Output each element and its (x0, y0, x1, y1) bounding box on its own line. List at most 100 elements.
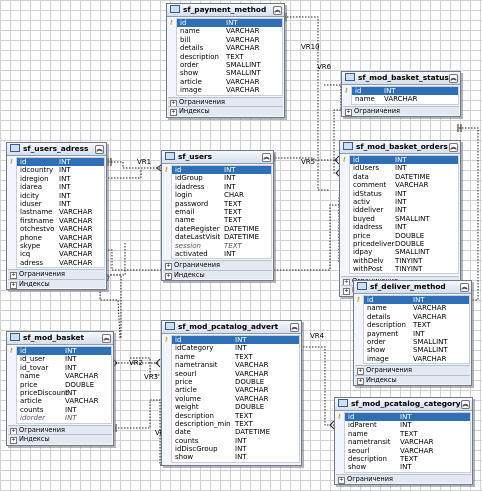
collapse-icon[interactable]: ︽ (449, 74, 458, 83)
table-title[interactable]: sf_payment_method︽ (167, 4, 284, 17)
rel-line-vr4[interactable] (300, 346, 334, 426)
expand-icon[interactable]: + (338, 476, 345, 484)
collapse-icon[interactable]: ︽ (102, 334, 111, 343)
rel-line-vr6[interactable] (324, 84, 342, 174)
table-title[interactable]: sf_mod_pcatalog_category︽ (335, 398, 472, 411)
collapse-icon[interactable]: ︽ (460, 283, 469, 292)
expand-icon[interactable]: + (165, 272, 172, 280)
table-title[interactable]: sf_mod_basket︽ (7, 332, 113, 345)
expand-icon[interactable]: + (170, 109, 177, 117)
collapse-icon[interactable]: ︽ (95, 145, 104, 154)
table-title[interactable]: sf_mod_pcatalog_advert︽ (162, 321, 301, 334)
table-title[interactable]: sf_mod_basket_orders︽ (340, 141, 460, 154)
constraints-section[interactable]: +Ограничения (355, 365, 470, 376)
table-title[interactable]: sf_mod_basket_status︽ (342, 72, 460, 85)
indexes-section[interactable]: +Индексы (8, 278, 105, 289)
expand-icon[interactable]: + (10, 281, 17, 289)
constraints-section[interactable]: +Ограничения (168, 96, 283, 107)
collapse-icon[interactable]: ︽ (273, 6, 282, 15)
expand-icon[interactable]: + (343, 288, 350, 296)
collapse-icon[interactable]: ︽ (461, 400, 470, 409)
rel-line-vr10[interactable] (284, 16, 330, 191)
expand-icon[interactable]: + (345, 108, 352, 116)
rel-line-vr1[interactable] (105, 161, 161, 169)
rel-line-vr5[interactable] (272, 157, 339, 161)
rel-line-vr3[interactable] (130, 357, 160, 376)
collapse-icon[interactable]: ︽ (262, 153, 271, 162)
constraints-section[interactable]: +Ограничения (343, 105, 459, 116)
